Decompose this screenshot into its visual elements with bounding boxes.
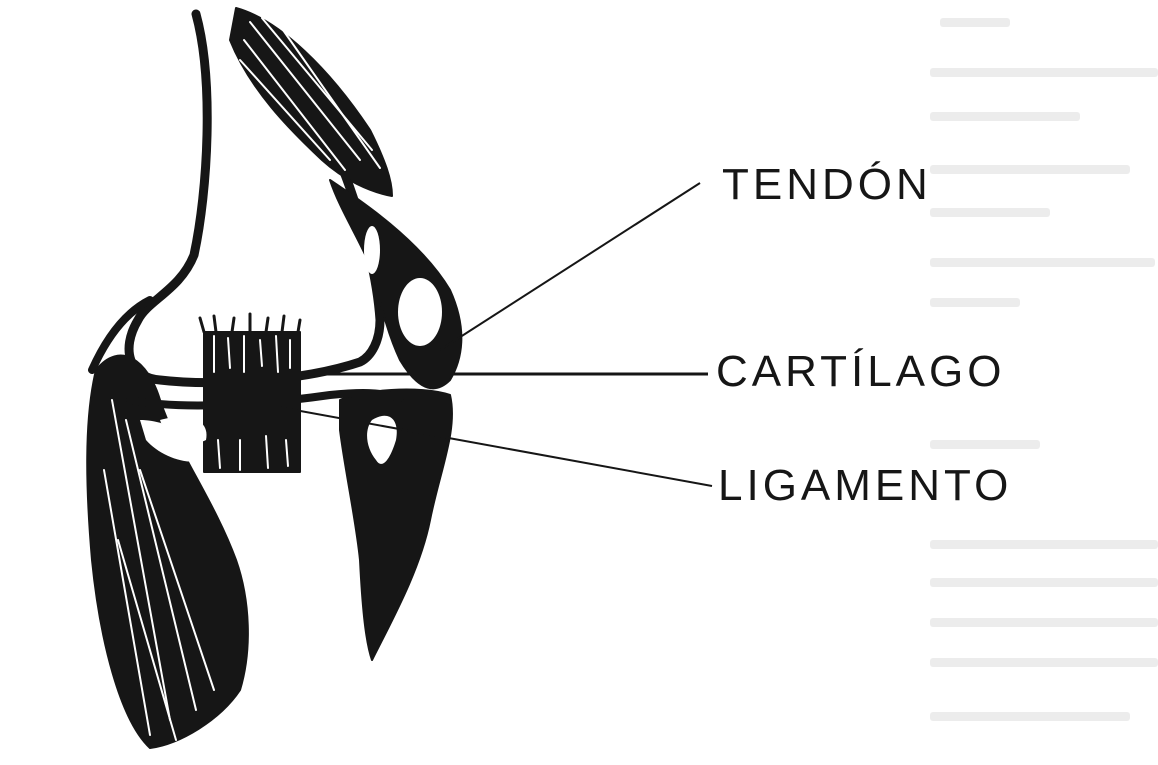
label-cartilage: CARTÍLAGO (716, 350, 1005, 394)
tendon-pointer (440, 183, 700, 350)
fat-pad-gap (364, 226, 380, 274)
patellar-tendon (330, 180, 461, 388)
patella-gap (398, 278, 442, 346)
ligament-frayed-edge (200, 314, 300, 332)
label-ligament: LIGAMENTO (718, 464, 1012, 508)
label-tendon: TENDÓN (722, 163, 932, 207)
pointer-lines (262, 183, 712, 486)
ligament-pointer (262, 404, 712, 486)
quadriceps-muscle (230, 8, 392, 196)
